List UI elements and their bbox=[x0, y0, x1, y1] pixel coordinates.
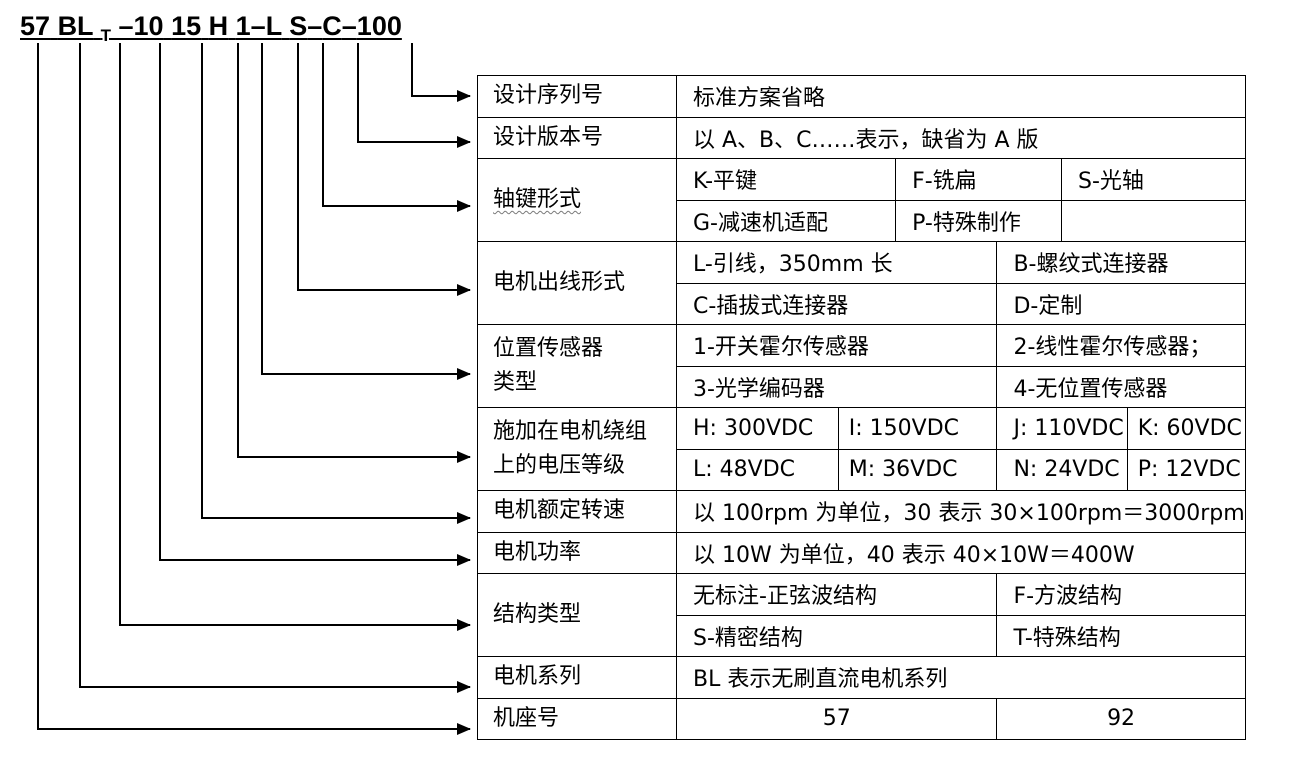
opt-frame-92: 92 bbox=[996, 697, 1246, 740]
opt-shaft-k: K-平键 bbox=[675, 158, 897, 201]
opt-lead-b: B-螺纹式连接器 bbox=[996, 241, 1246, 284]
opt-lead-l: L-引线，350mm 长 bbox=[675, 241, 998, 284]
row-shaft-2: G-减速机适配 P-特殊制作 bbox=[478, 199, 1246, 242]
leader-power bbox=[159, 43, 471, 566]
leader-serial bbox=[411, 43, 471, 102]
opt-shaft-s: S-光轴 bbox=[1061, 158, 1246, 201]
label-sensor: 位置传感器类型 bbox=[477, 324, 677, 408]
row-speed: 电机额定转速 以 100rpm 为单位，30 表示 30×100rpm＝3000… bbox=[477, 490, 1246, 533]
opt-sensor-3: 3-光学编码器 bbox=[675, 365, 998, 408]
leader-shaft bbox=[322, 43, 471, 212]
value-power: 以 10W 为单位，40 表示 40×10W＝400W bbox=[676, 531, 1246, 574]
opt-sensor-1: 1-开关霍尔传感器 bbox=[675, 324, 998, 367]
label-shaft: 轴键形式 bbox=[493, 187, 582, 212]
leader-voltage bbox=[237, 43, 471, 463]
opt-structure-s: S-精密结构 bbox=[675, 614, 998, 657]
row-lead-2: C-插拔式连接器 D-定制 bbox=[478, 282, 1246, 325]
opt-sensor-2: 2-线性霍尔传感器； bbox=[996, 324, 1246, 367]
code-shaft: S bbox=[289, 11, 308, 41]
label-voltage: 施加在电机绕组上的电压等级 bbox=[477, 407, 677, 491]
opt-voltage-k: K: 60VDC bbox=[1126, 407, 1246, 450]
opt-voltage-h: H: 300VDC bbox=[676, 407, 839, 450]
opt-shaft-g: G-减速机适配 bbox=[675, 199, 897, 242]
leader-version bbox=[357, 43, 471, 148]
code-sensor: 1–L bbox=[235, 11, 282, 41]
code-structure: T bbox=[100, 26, 111, 45]
value-version: 以 A、B、C……表示，缺省为 A 版 bbox=[676, 116, 1246, 159]
label-speed: 电机额定转速 bbox=[477, 490, 677, 533]
opt-voltage-p: P: 12VDC bbox=[1126, 448, 1246, 491]
opt-structure-f: F-方波结构 bbox=[996, 573, 1246, 616]
opt-structure-t: T-特殊结构 bbox=[996, 614, 1246, 657]
label-serial: 设计序列号 bbox=[477, 75, 677, 118]
label-power: 电机功率 bbox=[477, 531, 677, 574]
leader-structure bbox=[119, 43, 471, 631]
code-sep-2: – bbox=[341, 11, 357, 41]
opt-lead-c: C-插拔式连接器 bbox=[675, 282, 998, 325]
value-series: BL 表示无刷直流电机系列 bbox=[676, 656, 1246, 699]
label-version: 设计版本号 bbox=[477, 116, 677, 159]
opt-frame-57: 57 bbox=[675, 697, 998, 740]
row-sensor-1: 位置传感器类型 1-开关霍尔传感器 2-线性霍尔传感器； bbox=[477, 324, 1246, 408]
row-power: 电机功率 以 10W 为单位，40 表示 40×10W＝400W bbox=[477, 531, 1246, 574]
row-structure-1: 结构类型 无标注-正弦波结构 F-方波结构 bbox=[477, 573, 1246, 657]
opt-structure-sine: 无标注-正弦波结构 bbox=[675, 573, 998, 616]
row-serial: 设计序列号 标准方案省略 bbox=[477, 75, 1246, 118]
code-speed: 15 bbox=[171, 11, 202, 41]
row-voltage-2: L: 48VDC M: 36VDC N: 24VDC P: 12VDC bbox=[478, 448, 1246, 491]
leader-sensor bbox=[261, 43, 471, 380]
model-code: 57 BL T –10 15 H 1–L S–C–100 bbox=[20, 8, 402, 48]
opt-shaft-p: P-特殊制作 bbox=[895, 199, 1063, 242]
spec-table: 设计序列号 标准方案省略 设计版本号 以 A、B、C……表示，缺省为 A 版 轴… bbox=[477, 75, 1246, 740]
row-shaft-1: 轴键形式 K-平键 F-铣扁 S-光轴 bbox=[477, 158, 1246, 242]
code-power: –10 bbox=[118, 11, 164, 41]
row-series: 电机系列 BL 表示无刷直流电机系列 bbox=[477, 656, 1246, 699]
opt-shaft-empty bbox=[1061, 199, 1246, 242]
row-frame: 机座号 57 92 bbox=[477, 697, 1246, 740]
label-lead: 电机出线形式 bbox=[477, 241, 677, 325]
code-serial: 100 bbox=[356, 11, 402, 41]
label-structure: 结构类型 bbox=[477, 573, 677, 657]
leader-lead bbox=[297, 43, 471, 296]
code-frame: 57 bbox=[20, 11, 51, 41]
opt-lead-d: D-定制 bbox=[996, 282, 1246, 325]
code-voltage: H bbox=[208, 11, 229, 41]
opt-shaft-f: F-铣扁 bbox=[895, 158, 1063, 201]
opt-voltage-i: I: 150VDC bbox=[837, 407, 998, 450]
opt-sensor-4: 4-无位置传感器 bbox=[996, 365, 1246, 408]
code-series: BL bbox=[57, 11, 94, 41]
row-voltage-1: 施加在电机绕组上的电压等级 H: 300VDC I: 150VDC J: 110… bbox=[477, 407, 1246, 491]
opt-voltage-j: J: 110VDC bbox=[996, 407, 1128, 450]
code-sep-1: – bbox=[307, 11, 323, 41]
value-speed: 以 100rpm 为单位，30 表示 30×100rpm＝3000rpm bbox=[676, 490, 1246, 533]
opt-voltage-m: M: 36VDC bbox=[837, 448, 998, 491]
row-version: 设计版本号 以 A、B、C……表示，缺省为 A 版 bbox=[477, 116, 1246, 159]
leader-series bbox=[79, 43, 471, 693]
leader-frame bbox=[37, 43, 471, 735]
opt-voltage-l: L: 48VDC bbox=[676, 448, 839, 491]
row-sensor-2: 3-光学编码器 4-无位置传感器 bbox=[478, 365, 1246, 408]
label-series: 电机系列 bbox=[477, 656, 677, 699]
opt-voltage-n: N: 24VDC bbox=[996, 448, 1128, 491]
code-version: C bbox=[322, 11, 342, 41]
row-lead-1: 电机出线形式 L-引线，350mm 长 B-螺纹式连接器 bbox=[477, 241, 1246, 325]
value-serial: 标准方案省略 bbox=[676, 75, 1246, 118]
leader-speed bbox=[201, 43, 471, 524]
label-frame: 机座号 bbox=[477, 697, 677, 740]
